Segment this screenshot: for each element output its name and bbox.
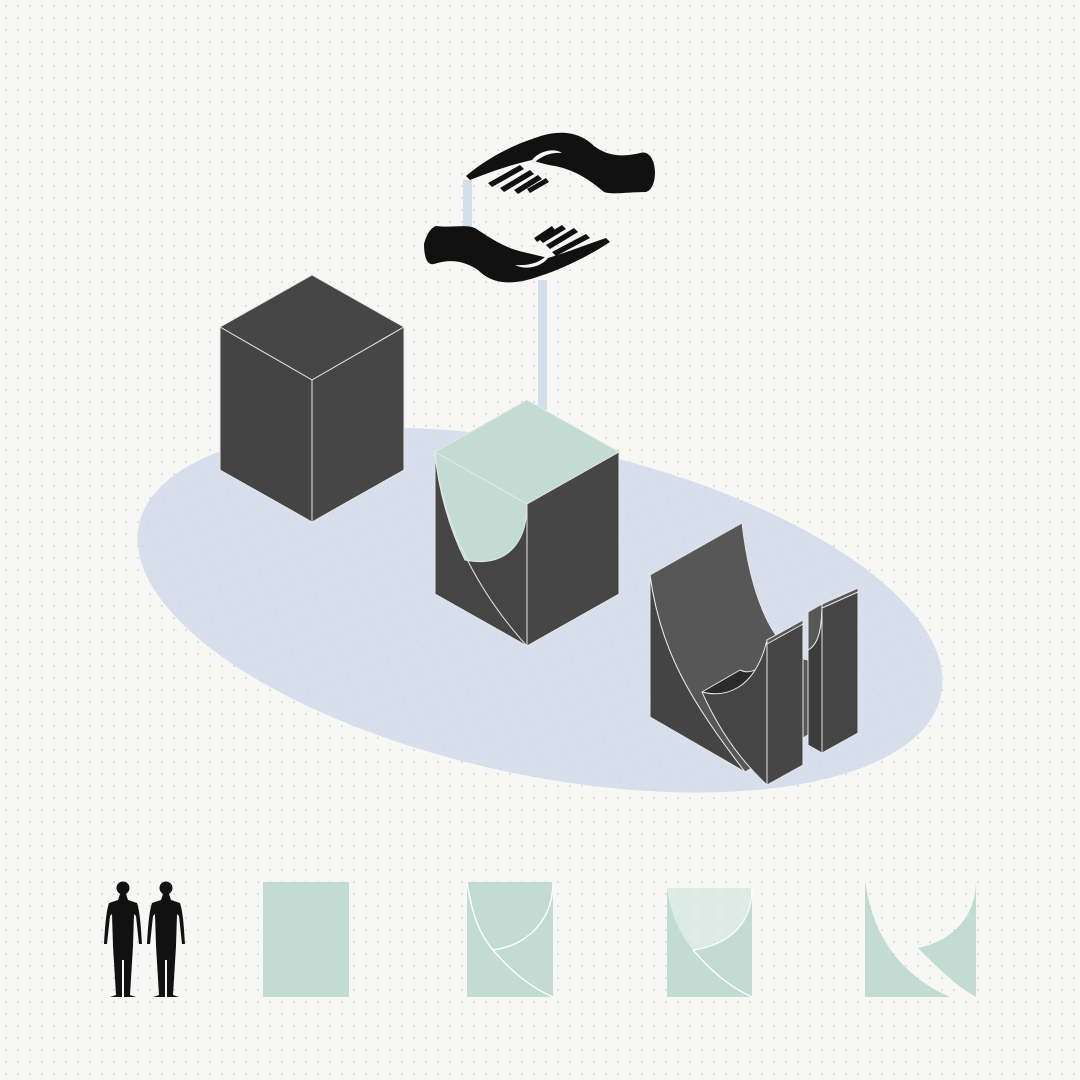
hands-exchange-icon xyxy=(424,132,655,283)
carved-cube xyxy=(434,399,620,647)
sequence-step-solid-block xyxy=(263,882,349,997)
split-volume xyxy=(649,522,859,786)
sequence-step-curved-cut xyxy=(466,881,554,998)
sequence-step-shaded-removal xyxy=(667,887,753,998)
plain-cube xyxy=(219,274,405,523)
person-left xyxy=(104,881,142,997)
connector-lines xyxy=(463,180,547,410)
sequence-step-separated-parts xyxy=(865,880,976,997)
two-people-scale-icon xyxy=(104,881,185,997)
person-right xyxy=(147,881,185,997)
